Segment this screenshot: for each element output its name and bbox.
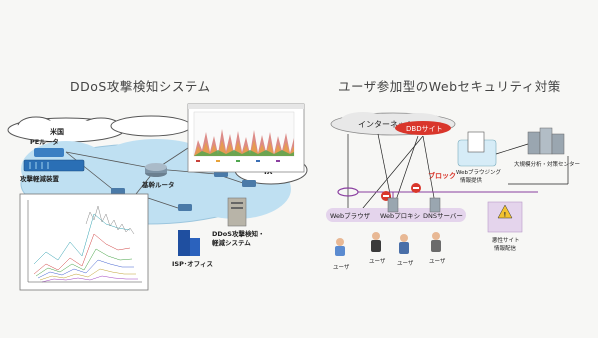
web-security-title: ユーザ参加型のWebセキュリティ対策 <box>338 79 561 94</box>
pe-router-label: PEルータ <box>30 137 59 146</box>
user-label: ユーザ <box>429 258 446 265</box>
web-proxy-label: Webプロキシ <box>380 212 420 220</box>
internet-label: インターネット <box>358 120 414 129</box>
user-label: ユーザ <box>397 260 414 267</box>
analysis-center-label: 大規模分析・対策センター <box>514 160 580 168</box>
mitigation-device-icon: 攻撃軽減装置 <box>20 159 85 183</box>
us-label: 米国 <box>49 127 64 136</box>
block-marker: ブロック <box>428 171 456 180</box>
core-router-label: 基幹ルータ <box>141 180 175 189</box>
user-labels: ユーザ ユーザ ユーザ ユーザ <box>333 258 446 271</box>
proxy-server-icon <box>387 197 441 213</box>
malicious-label-1: 悪性サイト <box>492 236 520 244</box>
user-icon <box>335 232 441 256</box>
web-security-diagram: インターネット DBDサイト Webブラウジング 情報提供 大規模分析・対策セン… <box>326 112 580 271</box>
isp-office-label: ISP･オフィス <box>172 260 213 268</box>
ddos-system-label-2: 軽減システム <box>212 238 251 247</box>
dbd-site-label: DBDサイト <box>406 125 443 133</box>
ddos-network-diagram: 米国 IX PEルータ 攻撃軽減装置 <box>7 103 308 291</box>
user-label: ユーザ <box>369 258 386 265</box>
pe-router-icon: PEルータ <box>30 137 64 157</box>
us-cloud: 米国 <box>7 116 125 143</box>
ddos-server-icon: DDoS攻撃検知・ 軽減システム <box>212 197 264 247</box>
isp-office-icon: ISP･オフィス <box>172 230 213 268</box>
dns-server-label: DNSサーバー <box>423 212 463 220</box>
ddos-system-label-1: DDoS攻撃検知・ <box>212 229 264 238</box>
web-browsing-label-2: 情報提供 <box>460 176 483 184</box>
malicious-info-icon: ! 悪性サイト 情報配信 <box>487 201 523 252</box>
detection-3d-plot <box>19 193 149 291</box>
analysis-center-icon: 大規模分析・対策センター <box>514 127 580 168</box>
core-router-icon: 基幹ルータ <box>141 163 175 189</box>
web-browser-label: Webブラウザ <box>330 211 371 220</box>
upper-cloud <box>110 115 192 137</box>
dbd-site-badge: DBDサイト <box>395 121 451 135</box>
traffic-graph-window <box>187 103 305 173</box>
block-label: ブロック <box>428 171 456 180</box>
web-browsing-label-1: Webブラウジング <box>456 168 501 176</box>
svg-text:!: ! <box>504 212 507 219</box>
malicious-label-2: 情報配信 <box>494 244 517 252</box>
ddos-system-title: DDoS攻撃検知システム <box>70 79 211 94</box>
user-label: ユーザ <box>333 264 350 271</box>
mitigation-label: 攻撃軽減装置 <box>20 174 60 183</box>
web-browser-ring <box>337 187 359 197</box>
web-browsing-info-icon: Webブラウジング 情報提供 <box>456 131 501 184</box>
